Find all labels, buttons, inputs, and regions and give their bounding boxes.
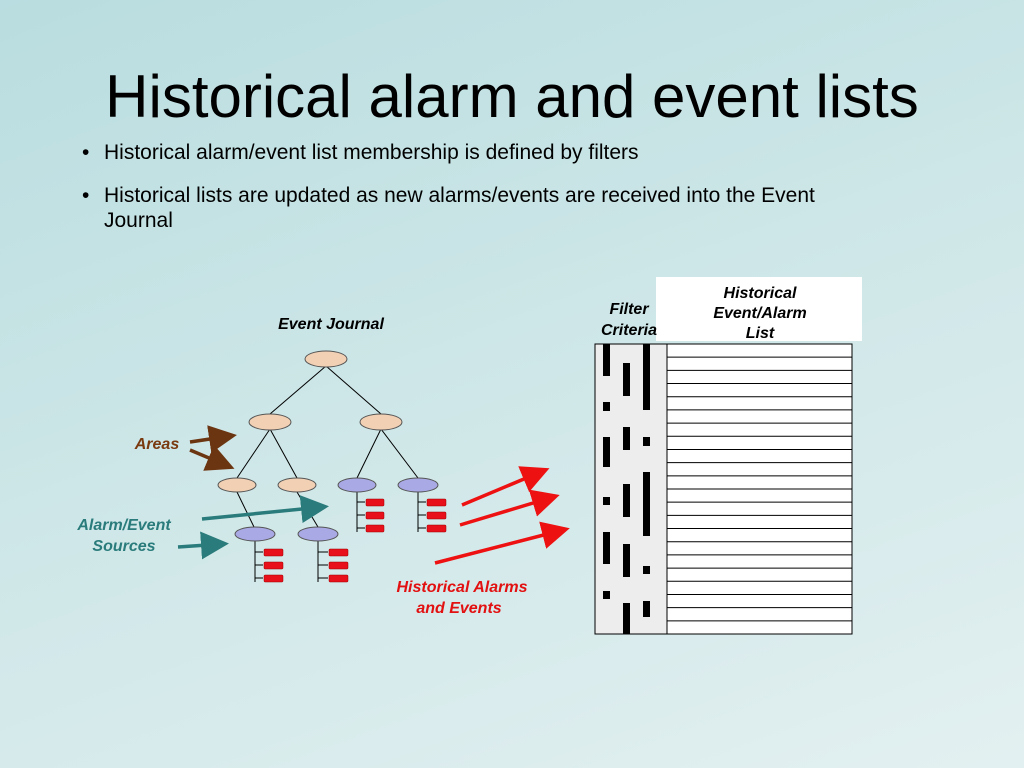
bullet-item: Historical lists are updated as new alar… — [74, 183, 874, 233]
historical-events-label: and Events — [416, 600, 501, 617]
sources-label: Alarm/Event — [76, 517, 171, 534]
alarm-box — [263, 561, 284, 570]
alarm-box — [328, 574, 349, 583]
alarm-box — [328, 561, 349, 570]
historical-events-label: Historical Alarms — [396, 579, 527, 596]
alarm-box — [365, 524, 385, 533]
alarm-box — [263, 574, 284, 583]
area-node — [217, 477, 257, 493]
historical-arrow — [459, 489, 560, 527]
list-rows — [667, 356, 852, 622]
alarm-stems — [254, 492, 426, 582]
sources-label: Sources — [92, 538, 155, 555]
slide-title: Historical alarm and event lists — [105, 63, 919, 130]
historical-arrow — [434, 521, 570, 565]
area-node — [359, 413, 403, 431]
source-node — [397, 477, 439, 493]
filter-marks — [603, 344, 650, 634]
alarm-box — [365, 511, 385, 520]
filter-criteria-label: Filter — [609, 301, 649, 318]
list-title-label: Historical — [724, 285, 797, 302]
area-node-root — [304, 350, 348, 368]
alarm-box — [365, 498, 385, 507]
source-node — [297, 526, 339, 542]
alarm-box — [263, 548, 284, 557]
source-node — [234, 526, 276, 542]
areas-arrow — [189, 425, 237, 453]
bullet-item: Historical alarm/event list membership i… — [74, 140, 874, 165]
list-title-label: List — [746, 325, 775, 342]
list-title-box — [656, 277, 862, 341]
alarm-box — [426, 511, 447, 520]
areas-label: Areas — [134, 436, 180, 453]
sources-arrow — [201, 495, 329, 524]
source-node — [337, 477, 377, 493]
filter-criteria-label: Criteria — [601, 322, 657, 339]
filter-criteria-column — [594, 343, 668, 635]
alarm-box — [328, 548, 349, 557]
historical-arrow — [461, 466, 550, 507]
alarm-box — [426, 498, 447, 507]
list-title-label: Event/Alarm — [713, 305, 806, 322]
area-node — [277, 477, 317, 493]
area-node — [248, 413, 292, 431]
bullet-list: Historical alarm/event list membership i… — [74, 140, 874, 251]
sources-arrow — [177, 531, 229, 560]
tree-edges — [236, 365, 419, 528]
event-journal-label: Event Journal — [278, 316, 384, 333]
alarm-box — [426, 524, 447, 533]
areas-arrow — [189, 444, 235, 471]
